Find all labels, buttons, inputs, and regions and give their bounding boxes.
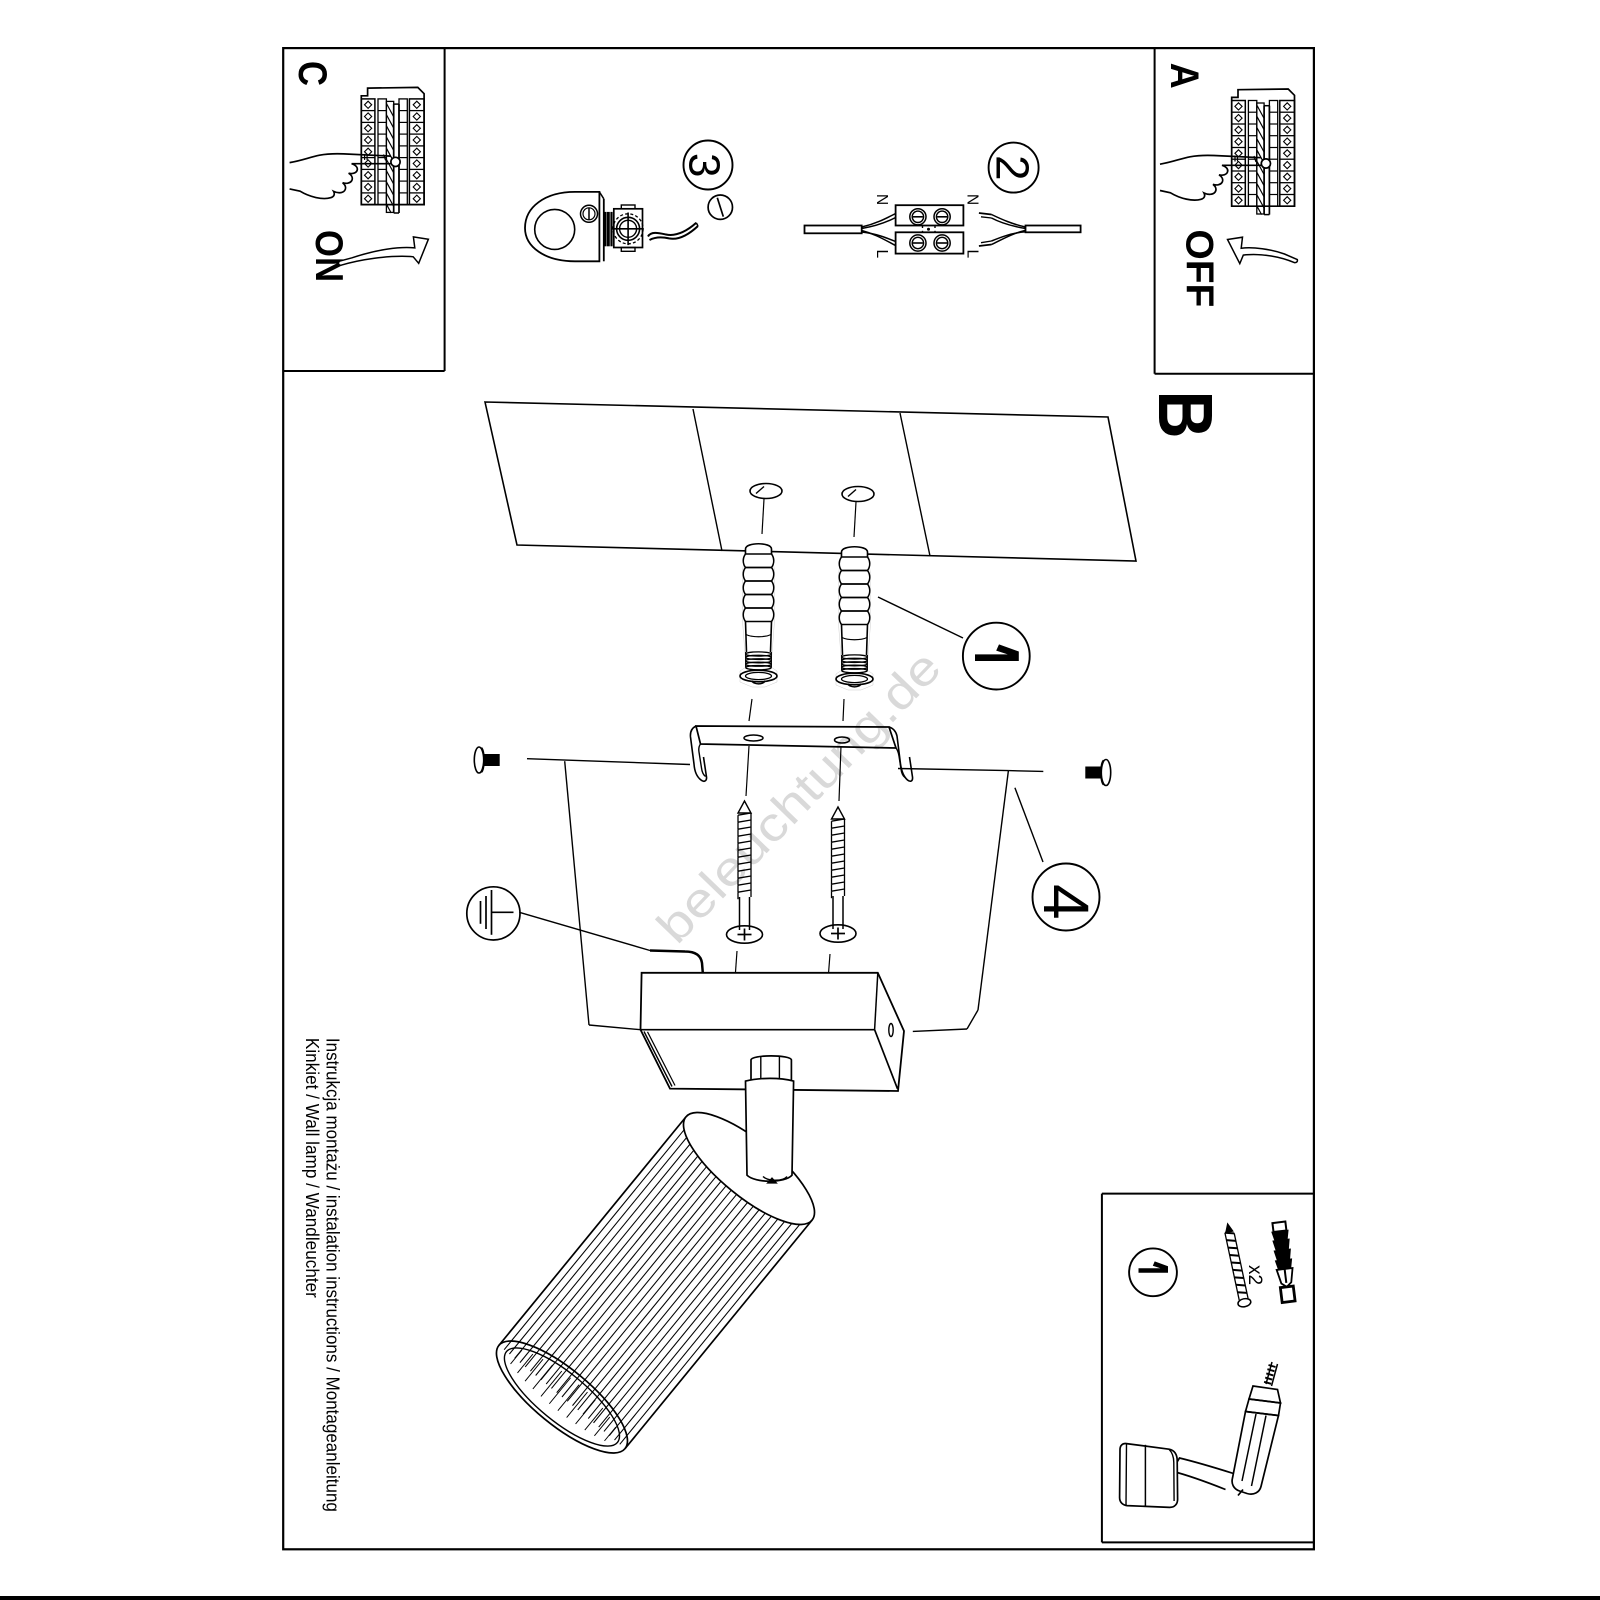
svg-text:OFF: OFF <box>1178 229 1221 307</box>
svg-text:L: L <box>873 250 890 259</box>
svg-text:C: C <box>290 61 334 86</box>
svg-text:L: L <box>963 250 980 259</box>
svg-text:Instrukcja montażu / instalati: Instrukcja montażu / instalation instruc… <box>323 1038 343 1512</box>
svg-text:4: 4 <box>1030 884 1102 920</box>
svg-text:Kinkiet / Wall lamp / Wandleuc: Kinkiet / Wall lamp / Wandleuchter <box>302 1038 322 1298</box>
svg-text:ON: ON <box>307 230 350 282</box>
svg-text:x2: x2 <box>1244 1265 1265 1285</box>
svg-text:N: N <box>873 194 890 205</box>
svg-text:2: 2 <box>987 155 1039 181</box>
svg-text:B: B <box>1142 391 1228 439</box>
svg-text:3: 3 <box>679 153 728 177</box>
svg-text:N: N <box>963 194 980 205</box>
svg-text:A: A <box>1162 63 1206 89</box>
